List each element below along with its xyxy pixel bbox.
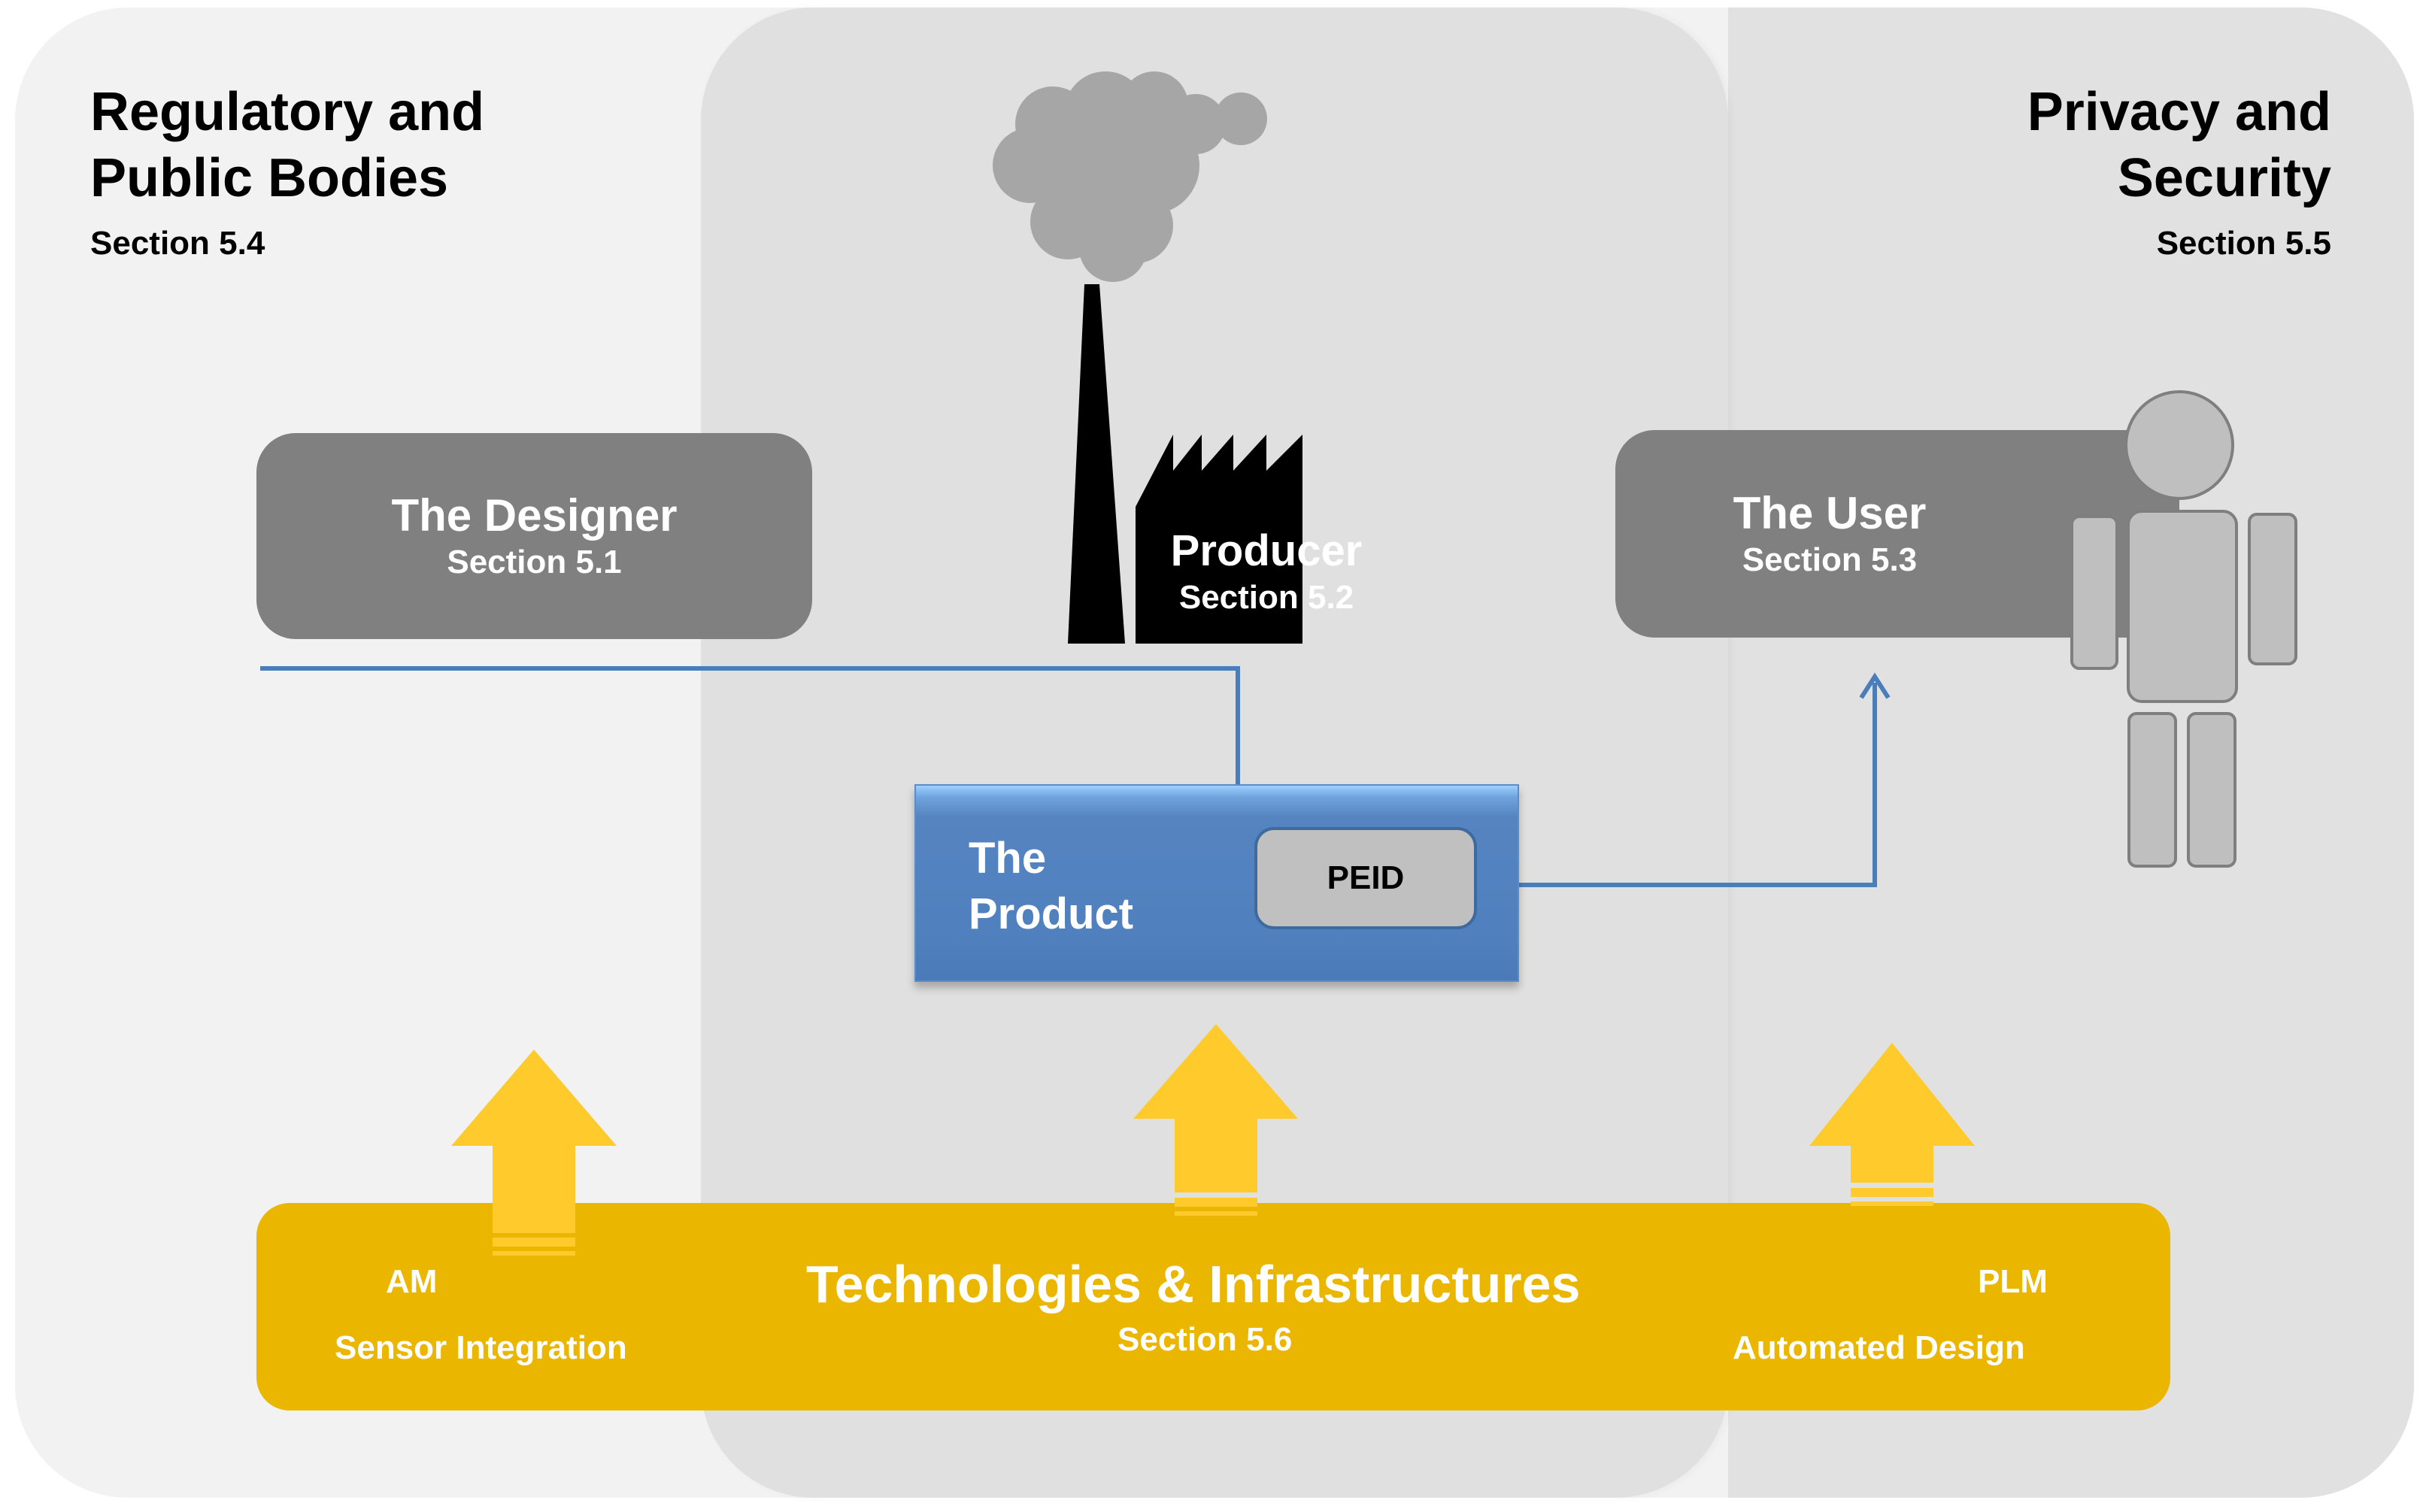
regulatory-title-line1: Regulatory and	[90, 82, 485, 142]
factory-icon	[1068, 284, 1302, 644]
producer-title: Producer	[1170, 526, 1363, 575]
product-box[interactable]: The Product PEID	[914, 784, 1519, 982]
factory-building	[1136, 435, 1302, 644]
tech-label-automated-design: Automated Design	[1733, 1329, 2025, 1366]
technologies-section: Section 5.6	[1117, 1321, 1293, 1358]
person-left-leg	[2127, 712, 2177, 868]
tech-label-am: AM	[386, 1263, 438, 1300]
product-title-line2: Product	[969, 889, 1134, 938]
product-label: The Product	[969, 831, 1133, 942]
regulatory-title-line2: Public Bodies	[90, 148, 449, 208]
tech-label-sensor-integration: Sensor Integration	[335, 1329, 627, 1366]
privacy-section: Section 5.5	[2156, 225, 2331, 262]
person-right-arm	[2248, 513, 2297, 665]
regulatory-region-label: Regulatory and Public Bodies Section 5.4	[90, 79, 484, 262]
privacy-region-label: Privacy and Security Section 5.5	[2027, 79, 2331, 262]
designer-title: The Designer	[391, 490, 678, 541]
connector-arrow-icon	[1859, 672, 1891, 699]
product-title-line1: The	[969, 834, 1047, 883]
producer-section: Section 5.2	[1178, 579, 1354, 616]
producer-label[interactable]: Producer Section 5.2	[1136, 525, 1397, 618]
privacy-title-line1: Privacy and	[2027, 82, 2331, 142]
person-right-leg	[2187, 712, 2236, 868]
product-to-user-connector	[1519, 683, 1877, 887]
user-section: Section 5.3	[1742, 541, 1918, 578]
person-icon	[2070, 390, 2297, 868]
factory-chimney	[1068, 284, 1125, 644]
privacy-title-line2: Security	[2117, 148, 2331, 208]
technologies-bar[interactable]	[256, 1203, 2170, 1410]
designer-to-product-connector	[260, 666, 1240, 784]
smoke-cloud-icon	[993, 71, 1267, 282]
regulatory-section: Section 5.4	[90, 225, 265, 262]
designer-box[interactable]: The Designer Section 5.1	[256, 433, 812, 639]
person-torso	[2127, 510, 2238, 703]
tech-label-plm: PLM	[1978, 1263, 2048, 1300]
person-head	[2124, 390, 2234, 500]
user-title: The User	[1733, 488, 1927, 538]
designer-section: Section 5.1	[447, 544, 622, 580]
person-left-arm	[2070, 515, 2118, 670]
technologies-title: Technologies & Infrastructures	[806, 1255, 1581, 1314]
peid-component[interactable]: PEID	[1254, 827, 1477, 929]
